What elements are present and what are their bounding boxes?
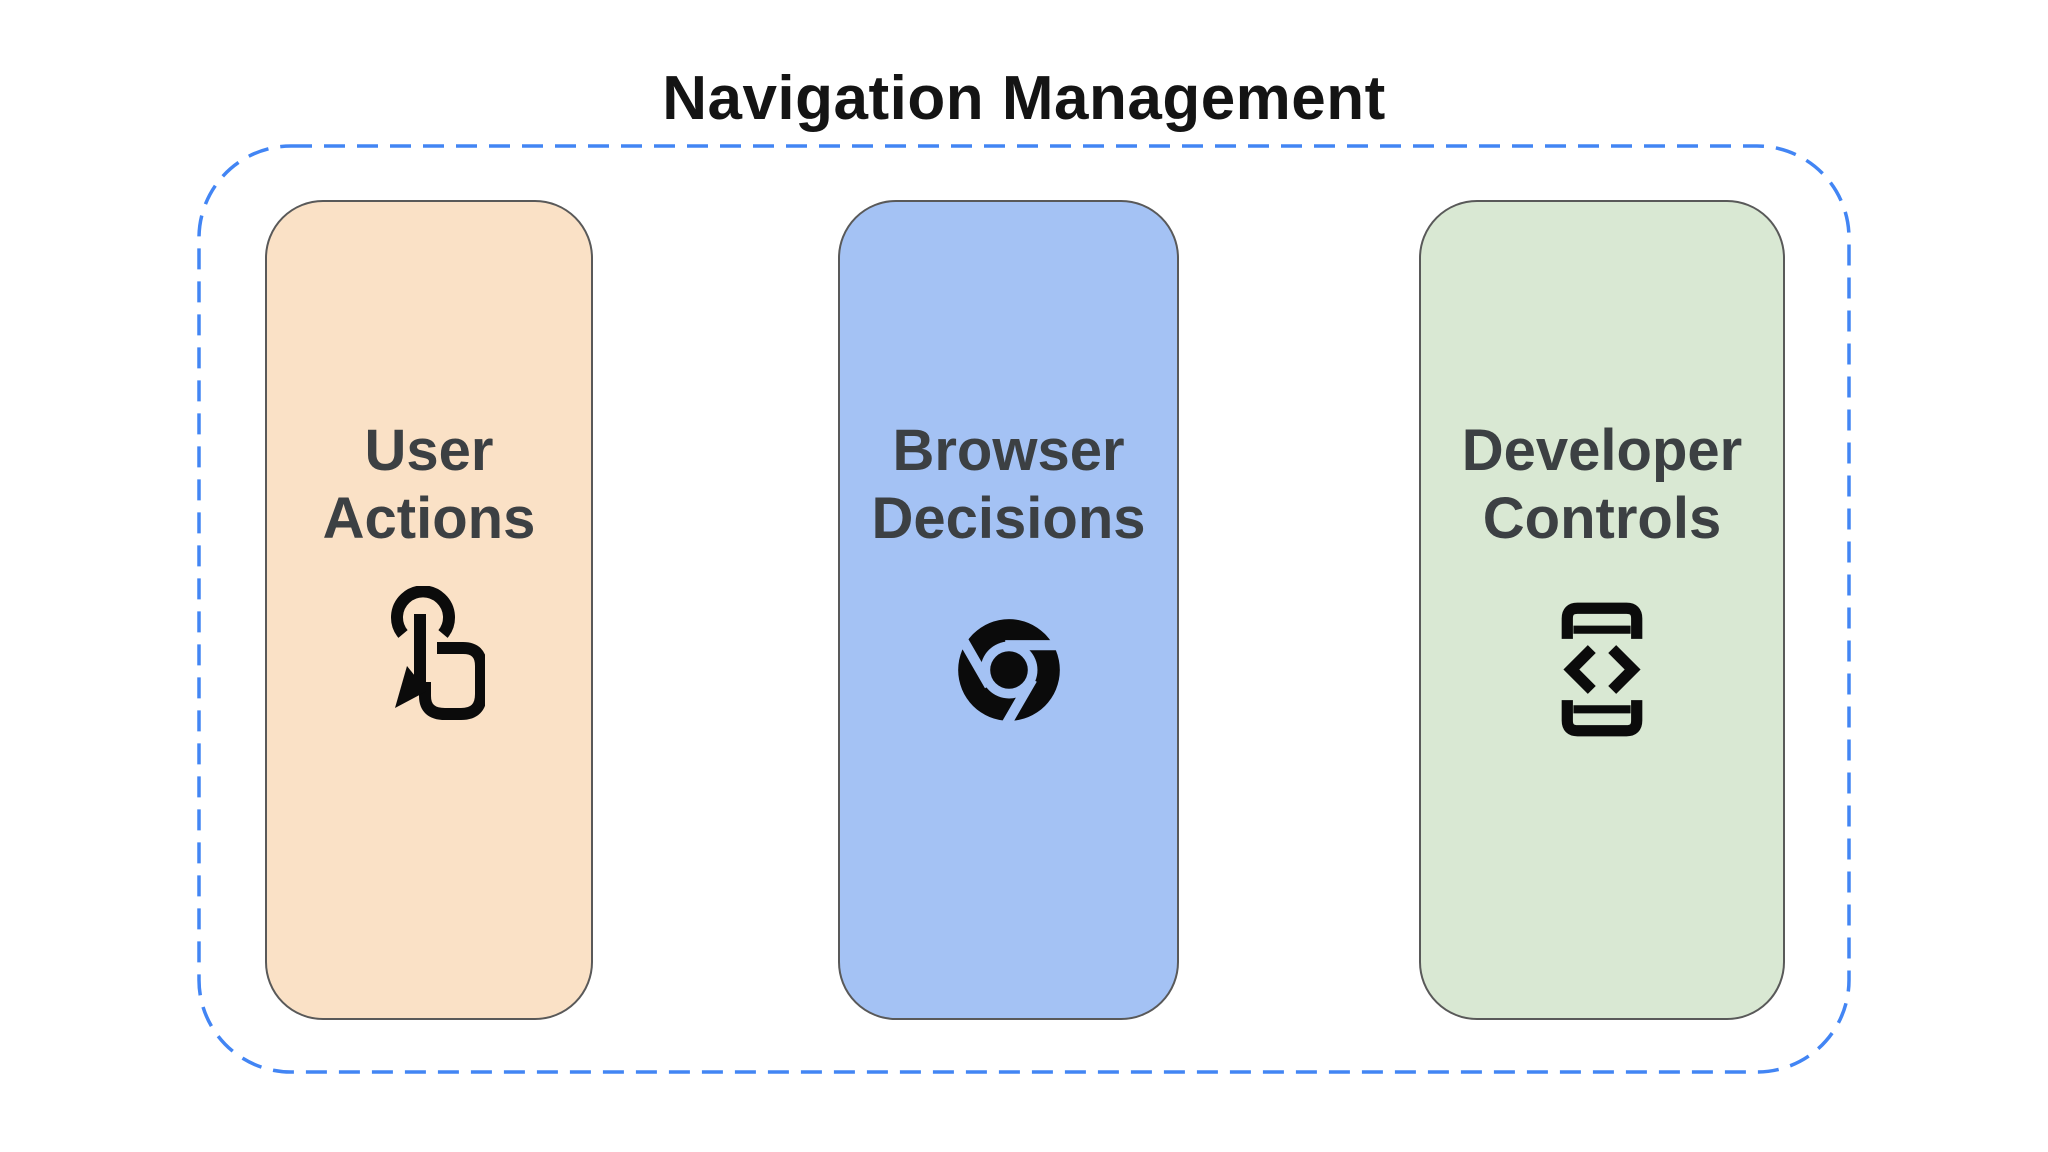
card-label: User Actions bbox=[322, 418, 536, 551]
diagram-title: Navigation Management bbox=[662, 63, 1386, 133]
navigation-management-group-border bbox=[197, 144, 1851, 1074]
chrome-browser-icon bbox=[840, 582, 1177, 757]
card-browser-decisions: Browser Decisions bbox=[838, 200, 1179, 1020]
card-developer-controls: Developer Controls bbox=[1419, 200, 1785, 1020]
tap-gesture-icon bbox=[267, 582, 591, 757]
card-user-actions: User Actions bbox=[265, 200, 593, 1020]
dashed-border bbox=[197, 144, 1851, 1074]
card-label: Browser Decisions bbox=[871, 418, 1146, 551]
card-label: Developer Controls bbox=[1461, 418, 1743, 551]
developer-mode-icon bbox=[1421, 582, 1783, 757]
